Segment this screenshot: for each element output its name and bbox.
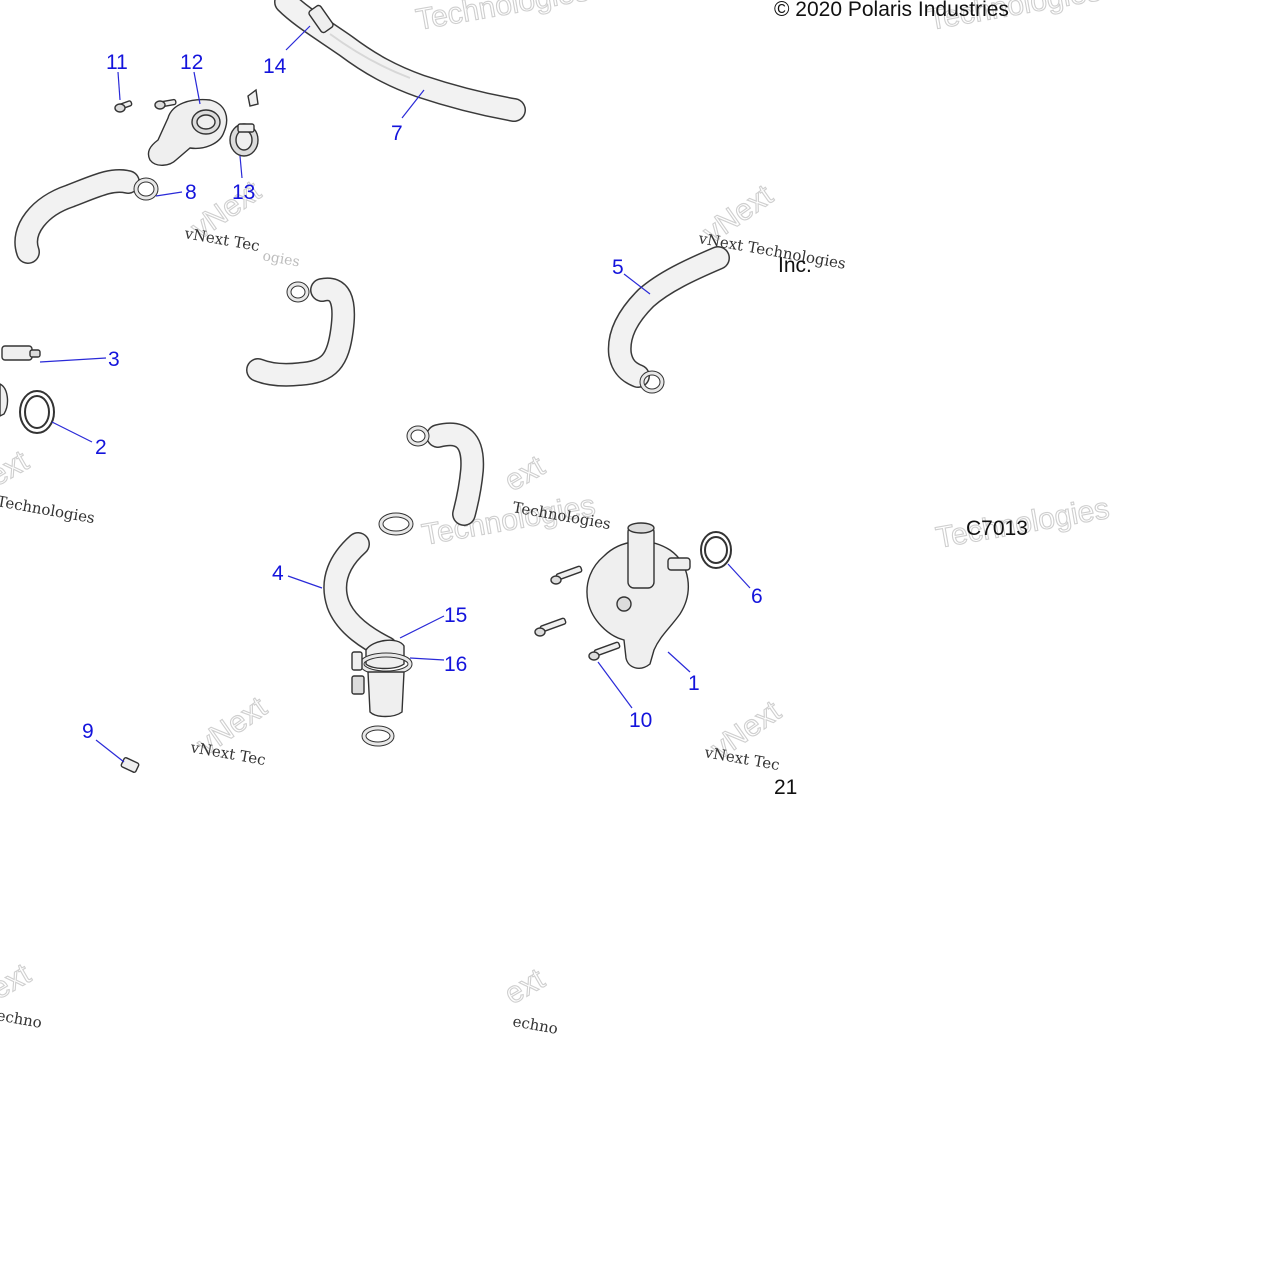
leader-8: [155, 191, 183, 197]
bolt-part-11b: [154, 98, 177, 110]
leader-10: [597, 661, 633, 709]
callout-14: 14: [263, 55, 287, 78]
drawing-code: C7013: [966, 517, 1028, 540]
fitting-fragment-left: [0, 383, 9, 417]
leader-4: [287, 575, 323, 589]
leader-12: [193, 71, 201, 105]
callout-10: 10: [629, 709, 652, 732]
leader-2: [51, 421, 93, 443]
hose-lower-left: [14, 169, 140, 264]
fitting-part-9: [120, 757, 140, 773]
callout-11: 11: [106, 51, 128, 74]
hose-part-7: [274, 0, 526, 122]
callout-12: 12: [180, 51, 203, 74]
watermark-ext-bottom-left: ext: [0, 957, 37, 1006]
callout-13: 13: [232, 181, 255, 204]
clamp-part-14: [308, 4, 334, 34]
clamp-part-8: [133, 177, 159, 201]
leader-7: [401, 89, 425, 119]
watermark-line-c: ogies: [261, 248, 301, 270]
watermark-line-d: Technologies: [0, 492, 96, 527]
sensor-part-3: [1, 345, 41, 361]
leader-13: [239, 155, 243, 179]
copyright-fragment: Inc.: [778, 254, 812, 277]
watermark-ext-bottom-mid: ext: [499, 962, 551, 1011]
clamp-part-4-top: [378, 512, 414, 536]
leader-lines: [39, 25, 751, 763]
hose-center-lower: [426, 422, 485, 526]
callout-2: 2: [95, 436, 107, 459]
callout-1: 1: [688, 672, 700, 695]
water-pump-part-1: [586, 522, 691, 669]
leader-3: [39, 357, 107, 363]
clamp-center-upper: [286, 281, 310, 303]
drawing-code-fragment: 21: [774, 776, 797, 799]
bolt-pump-upper: [550, 565, 583, 585]
copyright-text: © 2020 Polaris Industries: [774, 0, 1009, 21]
leader-6: [727, 563, 751, 589]
callout-labels: 11 12 13 8 14 7 3 2 5 4 15 16 6 1 10 9: [82, 51, 763, 743]
hose-part-4: [323, 532, 398, 660]
clamp-fragment-top: [247, 88, 259, 107]
bolt-part-11: [114, 100, 133, 113]
callout-16: 16: [444, 653, 467, 676]
callout-5: 5: [612, 256, 624, 279]
callout-8: 8: [185, 181, 197, 204]
watermark-top-center: Technologies: [413, 0, 591, 37]
leader-11: [117, 71, 121, 101]
clamp-center-lower: [406, 425, 430, 447]
adapter-fitting: [351, 671, 405, 718]
callout-3: 3: [108, 348, 120, 371]
callout-4: 4: [272, 562, 284, 585]
leader-14: [285, 25, 311, 51]
leader-1: [667, 651, 691, 673]
o-ring-part-2: [19, 390, 55, 434]
bolt-pump-middle: [534, 617, 567, 637]
thermostat-housing-part-12: [147, 98, 228, 166]
leader-16: [409, 657, 445, 661]
clamp-part-5: [639, 370, 665, 394]
callout-15: 15: [444, 604, 467, 627]
leader-9: [95, 739, 125, 763]
leader-15: [399, 615, 445, 639]
clamp-part-4-bottom: [361, 725, 395, 747]
callout-9: 9: [82, 720, 94, 743]
bolt-part-10: [588, 641, 621, 661]
hose-part-5: [607, 246, 730, 388]
watermark-line-h: echno: [0, 1006, 43, 1032]
watermark-line-i: echno: [511, 1012, 559, 1038]
watermark-ext-mid: ext: [499, 449, 551, 498]
watermark-ext-left: ext: [0, 444, 35, 493]
callout-7: 7: [391, 122, 403, 145]
thermostat-part-13: [229, 123, 259, 157]
callout-6: 6: [751, 585, 763, 608]
hose-center-upper: [246, 277, 356, 387]
leader-5: [623, 273, 651, 295]
o-ring-part-6: [700, 531, 732, 569]
